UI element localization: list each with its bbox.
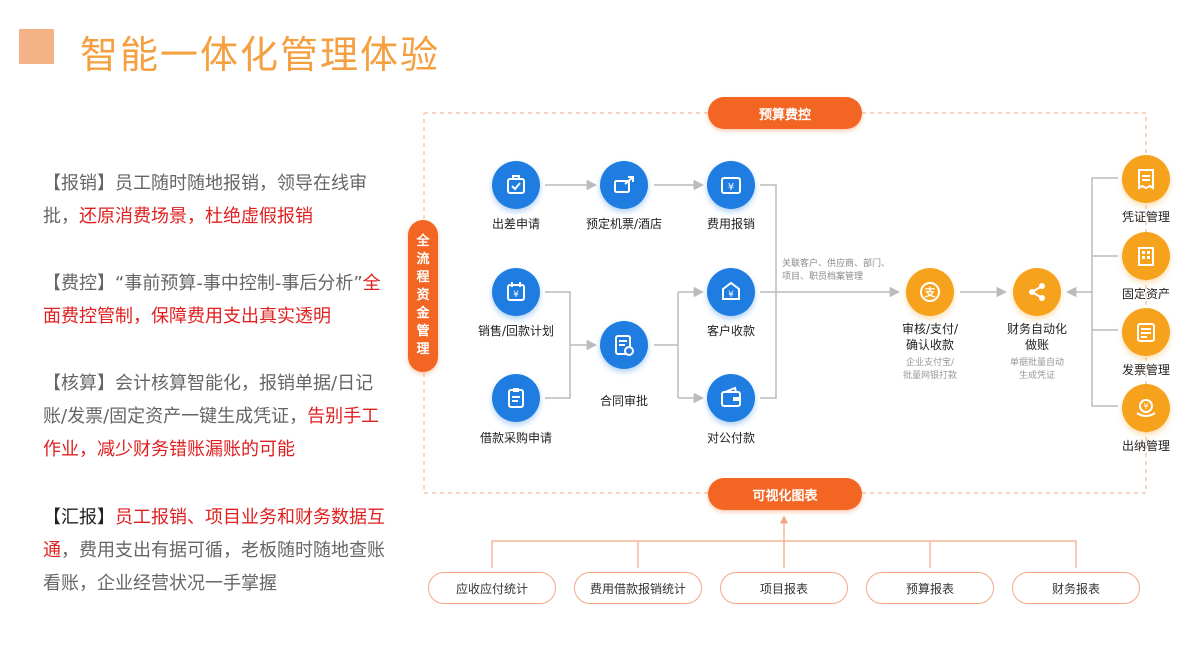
auto-label-line: 财务自动化 [1006, 322, 1068, 336]
auto-sub-line: 单据批量自动 [1009, 358, 1065, 368]
budget-control-pill[interactable]: 预算费控 [708, 97, 862, 129]
desc-highlight: 告别手工作业，减少财务错账漏账的可能 [43, 406, 380, 460]
auto-label-line: 做账 [1024, 338, 1050, 352]
audit-sub-line: 批量网银打款 [902, 371, 958, 381]
page-title: 智能一体化管理体验 [80, 33, 441, 77]
contract-label: 合同审批 [599, 394, 649, 408]
desc-tag: 【汇报】 [43, 507, 115, 528]
audit-label: 审核/支付/ 确认收款 [902, 321, 958, 353]
auto-label: 财务自动化 做账 [1007, 321, 1067, 353]
pay-label: 对公付款 [706, 431, 756, 445]
title-square [19, 29, 54, 64]
expense-label: 费用报销 [706, 217, 756, 231]
report-finance[interactable]: 财务报表 [1012, 572, 1140, 604]
link-note: 关联客户、供应商、部门、 项目、职员档案管理 [782, 258, 890, 284]
desc-tag: 【费控】 [43, 273, 115, 294]
report-budget[interactable]: 预算报表 [866, 572, 994, 604]
desc-report: 【汇报】员工报销、项目业务和财务数据互通，费用支出有据可循，老板随时随地查账看账… [43, 501, 388, 600]
contract-icon[interactable] [600, 321, 648, 369]
svg-text:¥: ¥ [728, 290, 734, 300]
alipay-icon[interactable]: 支 [906, 268, 954, 316]
voucher-label: 凭证管理 [1121, 210, 1171, 224]
audit-label-line: 审核/支付/ [901, 322, 959, 336]
loan-icon[interactable] [492, 374, 540, 422]
expense-icon[interactable]: ¥ [707, 161, 755, 209]
link-note-line: 关联客户、供应商、部门、 [782, 259, 891, 269]
audit-sub: 企业支付宝/ 批量网银打款 [903, 357, 957, 383]
invoice-icon[interactable] [1122, 308, 1170, 356]
collect-label: 客户收款 [706, 324, 756, 338]
full-process-pill[interactable]: 全流程资金管理 [408, 220, 438, 372]
desc-tag: 【核算】 [43, 373, 115, 394]
svg-text:¥: ¥ [513, 290, 519, 300]
collect-icon[interactable]: ¥ [707, 268, 755, 316]
cashier-label: 出纳管理 [1121, 439, 1171, 453]
desc-text: ，费用支出有据可循，老板随时随地查账看账，企业经营状况一手掌握 [43, 540, 385, 594]
trip-label: 出差申请 [491, 217, 541, 231]
share-icon[interactable] [1013, 268, 1061, 316]
desc-reimburse: 【报销】员工随时随地报销，领导在线审批，还原消费场景，杜绝虚假报销 [43, 167, 388, 233]
svg-text:支: 支 [924, 285, 937, 299]
building-icon[interactable] [1122, 232, 1170, 280]
trip-icon[interactable] [492, 161, 540, 209]
report-receivables[interactable]: 应收应付统计 [428, 572, 556, 604]
auto-sub-line: 生成凭证 [1018, 371, 1056, 381]
visual-chart-pill[interactable]: 可视化图表 [708, 478, 862, 510]
audit-label-line: 确认收款 [905, 338, 954, 352]
sales-label: 销售/回款计划 [477, 324, 555, 338]
booking-label: 预定机票/酒店 [585, 217, 663, 231]
invoice-label: 发票管理 [1121, 363, 1171, 377]
assets-label: 固定资产 [1121, 287, 1171, 301]
desc-tag: 【报销】 [43, 173, 115, 194]
wallet-icon[interactable] [707, 374, 755, 422]
loan-label: 借款采购申请 [479, 431, 553, 445]
report-project[interactable]: 项目报表 [720, 572, 848, 604]
desc-text: “事前预算-事中控制-事后分析” [115, 273, 363, 294]
sales-plan-icon[interactable]: ¥ [492, 268, 540, 316]
desc-highlight: 员工报销、项目业务和财务数据互通 [43, 507, 385, 561]
cashier-icon[interactable]: ¥ [1122, 384, 1170, 432]
report-expense-loan[interactable]: 费用借款报销统计 [574, 572, 702, 604]
voucher-icon[interactable] [1122, 155, 1170, 203]
desc-text: 会计核算智能化，报销单据/日记账/发票/固定资产一键生成凭证， [43, 373, 374, 427]
audit-sub-line: 企业支付宝/ [905, 358, 955, 368]
desc-control: 【费控】“事前预算-事中控制-事后分析”全面费控管制，保障费用支出真实透明 [43, 267, 388, 333]
auto-sub: 单据批量自动 生成凭证 [1010, 357, 1064, 383]
desc-text: 员工随时随地报销，领导在线审批， [43, 173, 367, 227]
plane-ticket-icon[interactable] [600, 161, 648, 209]
desc-highlight: 还原消费场景，杜绝虚假报销 [79, 206, 313, 227]
svg-text:¥: ¥ [728, 182, 734, 193]
svg-text:¥: ¥ [1143, 402, 1148, 411]
full-process-label: 全流程资金管理 [416, 234, 430, 357]
desc-accounting: 【核算】会计核算智能化，报销单据/日记账/发票/固定资产一键生成凭证，告别手工作… [43, 367, 388, 466]
link-note-line: 项目、职员档案管理 [782, 272, 864, 282]
desc-highlight: 全面费控管制，保障费用支出真实透明 [43, 273, 381, 327]
